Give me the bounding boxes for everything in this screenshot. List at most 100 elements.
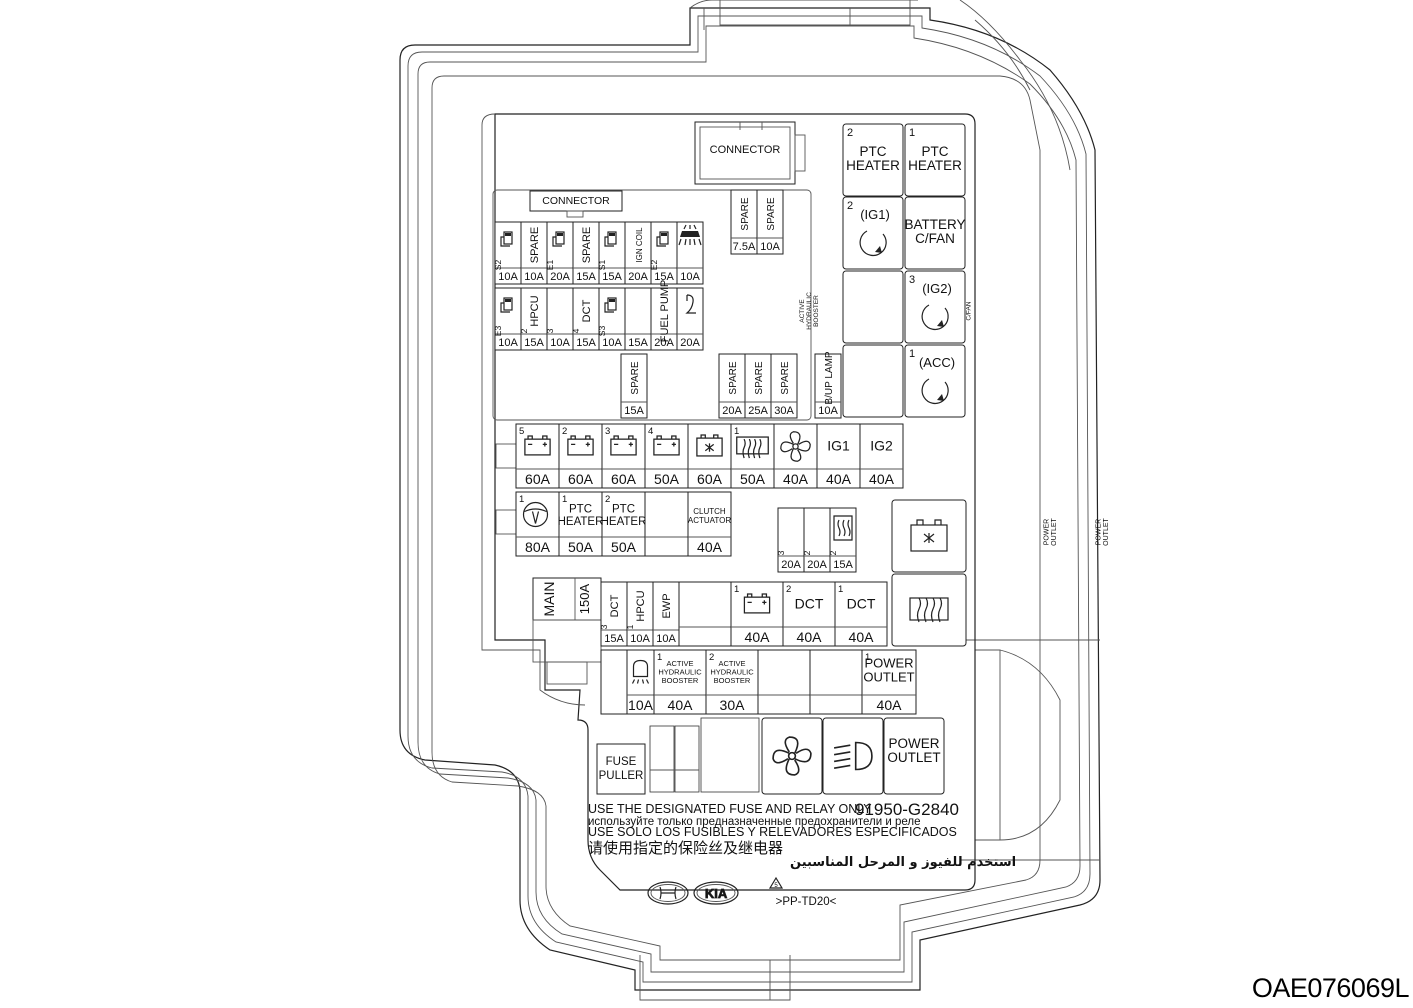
relay--ig2-[interactable]: 3(IG2) (904, 270, 966, 344)
fuse-fuse[interactable] (809, 649, 863, 715)
fuse-amp: 20A (654, 337, 674, 349)
fuse-amp: 50A (568, 539, 594, 555)
battery-icon (653, 435, 680, 456)
relay-icon (604, 231, 617, 247)
relay--ig1-[interactable]: 2(IG1) (842, 196, 904, 270)
fuse-amp: 40A (783, 471, 809, 487)
connector-left: CONNECTOR (529, 190, 623, 218)
fuse-amp: 10A (602, 337, 622, 349)
fuse-fuse[interactable] (678, 581, 732, 647)
fuse-fuse[interactable] (757, 649, 811, 715)
fuse-puller[interactable]: FUSE PULLER (596, 743, 646, 795)
fuse-fuse[interactable] (644, 491, 689, 557)
fuse-horn-icon[interactable]: 20A (676, 287, 704, 351)
fuse-headlamp-icon[interactable]: 10A (626, 649, 655, 715)
fuse-amp: 7.5A (733, 241, 756, 253)
fuse-label: SPARE (780, 361, 791, 394)
fuse-amp: 60A (525, 471, 551, 487)
relay-headlamp-low-icon[interactable] (822, 717, 884, 795)
connector-top-label: CONNECTOR (710, 144, 781, 156)
rotation-icon (859, 230, 887, 257)
fuse-label: SPARE (754, 361, 765, 394)
fuse-amp: 20A (722, 405, 742, 417)
headlamp-icon (631, 659, 650, 684)
relay-number: 2 (847, 200, 853, 212)
fuse-coolant-fan-icon[interactable]: 60A (687, 423, 732, 489)
fuse-label: SPARE (581, 227, 593, 263)
fuse-number: S1 (597, 260, 607, 271)
relay-blower-fan-icon[interactable] (761, 717, 823, 795)
relay-empty (842, 270, 904, 344)
fuse-label: FUEL PUMP (659, 280, 671, 343)
relay-empty (842, 344, 904, 418)
rear-defrost-icon (736, 436, 769, 459)
spare-fuses-low: 15ASPARE20ASPARE25ASPARE30ASPARE10AB/UP … (620, 351, 842, 419)
fuse-amp: 10A (630, 633, 650, 645)
fuse-blower-fan-icon[interactable]: 40A (773, 423, 818, 489)
coolant-fan-icon (910, 519, 948, 552)
fuse-amp: 10A (680, 271, 700, 283)
blank-cells (649, 717, 760, 793)
fuse-amp: 15A (628, 337, 648, 349)
fuse-fog-lamp-icon[interactable]: 10A (676, 221, 704, 285)
fuse-amp: 40A (797, 629, 823, 645)
relay--acc-[interactable]: 1(ACC) (904, 344, 966, 418)
fuse-amp: 40A (668, 697, 694, 713)
rear-defrost-icon (909, 597, 949, 623)
fuse-number: 2 (828, 550, 838, 555)
fuse-number: 1 (838, 584, 843, 595)
